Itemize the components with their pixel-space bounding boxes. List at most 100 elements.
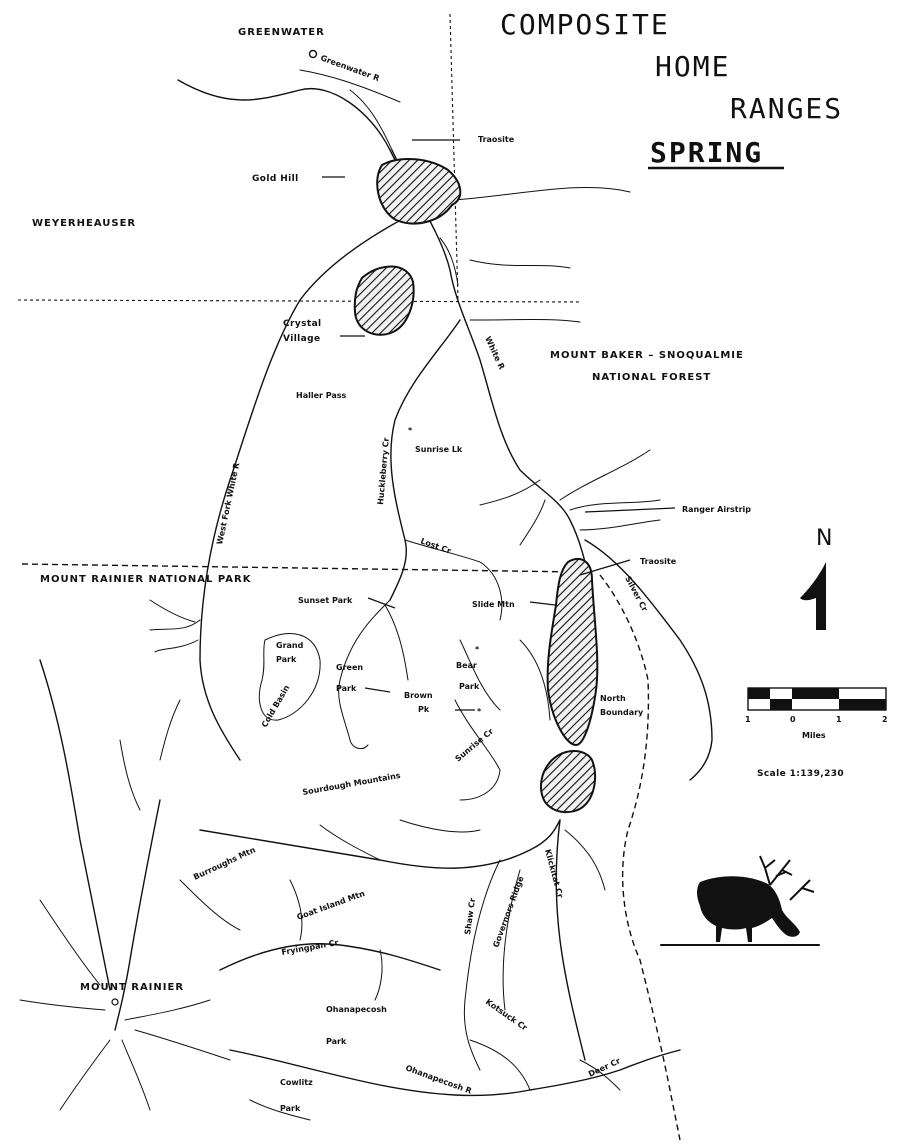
label-mount-rainier: MOUNT RAINIER (80, 982, 184, 993)
river-fryingpan (219, 943, 441, 971)
label-cowlitz-park: Park (280, 1104, 301, 1113)
label-burroughs-mtn: Burroughs Mtn (192, 845, 257, 882)
label-shaw-cr: Shaw Cr (463, 897, 477, 935)
label-forest-line1: MOUNT BAKER – SNOQUALMIE (550, 350, 744, 361)
label-klickitat-cr: Klickitat Cr (543, 848, 565, 899)
north-arrow: N (800, 526, 832, 630)
river-wf-trib-1 (149, 619, 201, 631)
river-greenwater-trib-2 (349, 89, 393, 151)
river-wf-trib-3 (149, 599, 196, 623)
label-fryingpan-cr: Fryingpan Cr (281, 938, 339, 957)
label-silver-cr: Silver Cr (623, 575, 649, 613)
scale-unit: Miles (802, 731, 826, 740)
leader-lines (322, 139, 676, 711)
label-north-boundary: Boundary (600, 708, 644, 717)
river-silver-trib-5 (519, 499, 546, 546)
river-central-1 (459, 639, 501, 711)
scale-tick-2: 0 (790, 715, 796, 724)
river-goat-island-2 (179, 879, 241, 931)
label-cold-basin: Cold Basin (260, 683, 292, 729)
label-governors-ridge: Governors Ridge (491, 874, 525, 948)
label-bear: Bear (456, 661, 477, 670)
river-greenwater-trib (299, 69, 401, 103)
river-silver (584, 539, 713, 781)
leader-slide-mtn (529, 601, 556, 606)
label-goat-island-mtn: Goat Island Mtn (296, 889, 367, 922)
river-rainier-s2 (121, 1039, 151, 1111)
label-weyerhaeuser: WEYERHEAUSER (32, 218, 136, 229)
title-line-composite: COMPOSITE (500, 8, 670, 41)
river-klickitat (555, 819, 586, 1061)
title-line-home: HOME (655, 50, 730, 83)
river-rainier-w3 (19, 999, 106, 1011)
label-crystal: Crystal (283, 319, 322, 329)
label-green: Green (336, 663, 363, 672)
scale-tick-1: 1 (745, 715, 751, 724)
river-rainier-n2 (159, 699, 181, 761)
label-sunset-park: Sunset Park (298, 596, 353, 605)
label-forest-line2: NATIONAL FOREST (592, 372, 711, 383)
park-boundary-line (21, 563, 579, 573)
river-trib-ne (454, 186, 631, 201)
river-rainier-n3 (119, 739, 141, 811)
label-grand: Grand (276, 641, 304, 650)
home-range-crystal-village (353, 265, 415, 336)
point-markers: * * * (111, 49, 482, 1006)
star-marker-brown-pk: * (477, 707, 482, 716)
river-governors (502, 869, 521, 1011)
title-line-ranges: RANGES (730, 92, 843, 125)
river-sunset-2 (384, 604, 409, 681)
map-title: COMPOSITE HOME RANGES SPRING (500, 8, 843, 170)
river-east-west-central (199, 819, 561, 869)
river-wf-trib-2 (154, 639, 199, 653)
river-fryingpan-trib (374, 949, 383, 1001)
label-slide-mtn: Slide Mtn (472, 600, 515, 609)
label-sourdough-mountains: Sourdough Mountains (302, 771, 402, 797)
river-ew-trib-2 (399, 819, 481, 833)
scale-bar: 1 0 1 2 Miles Scale 1:139,230 (745, 687, 888, 779)
river-rainier-e1 (124, 999, 211, 1021)
river-silver-trib-1 (559, 449, 651, 501)
label-gold-hill: Gold Hill (252, 174, 299, 184)
leader-green-park (364, 687, 391, 693)
label-traosite-south: Traosite (640, 557, 677, 566)
label-huckleberry-cr: Huckleberry Cr (376, 437, 391, 505)
scale-seg-4 (839, 699, 886, 710)
boundary-horizontal-north (17, 299, 581, 303)
north-arrow-icon (800, 562, 826, 630)
label-green-park: Park (336, 684, 357, 693)
region-labels: GREENWATER WEYERHEAUSER MOUNT BAKER – SN… (32, 27, 744, 993)
river-klickitat-trib (564, 829, 606, 891)
label-lost-cr: Lost Cr (419, 536, 452, 555)
label-kotsuck-cr: Kotsuck Cr (484, 997, 529, 1032)
home-range-gold-hill (376, 158, 462, 225)
river-ohanapecosh (229, 1049, 681, 1097)
park-outlines (258, 633, 321, 721)
greenwater-marker (308, 49, 318, 59)
river-sunrise (454, 699, 501, 801)
label-cowlitz: Cowlitz (280, 1078, 313, 1087)
leader-sunset-park (367, 597, 396, 609)
home-range-north-boundary (539, 750, 597, 814)
river-shaw (463, 859, 501, 1071)
river-trib-e3 (439, 237, 459, 286)
mount-rainier-marker (111, 998, 119, 1006)
river-sunset-3 (349, 739, 369, 750)
river-white (391, 149, 591, 586)
river-deer (579, 1059, 621, 1091)
river-cowlitz (249, 1099, 311, 1121)
label-sunrise-lake: Sunrise Lk (415, 445, 463, 454)
label-bear-park: Park (459, 682, 480, 691)
river-kotsuck (469, 1039, 531, 1091)
river-ew-trib (319, 824, 381, 861)
river-goat-island-1 (289, 879, 303, 941)
label-greenwater: GREENWATER (238, 27, 325, 38)
label-ohanapecosh-park: Park (326, 1037, 347, 1046)
label-ranger-airstrip: Ranger Airstrip (682, 505, 751, 514)
river-silver-trib-4 (479, 479, 541, 506)
north-arrow-label: N (816, 526, 832, 551)
home-ranges (353, 158, 599, 814)
star-marker-sunrise: * (408, 426, 413, 435)
grand-park-outline (258, 633, 321, 721)
